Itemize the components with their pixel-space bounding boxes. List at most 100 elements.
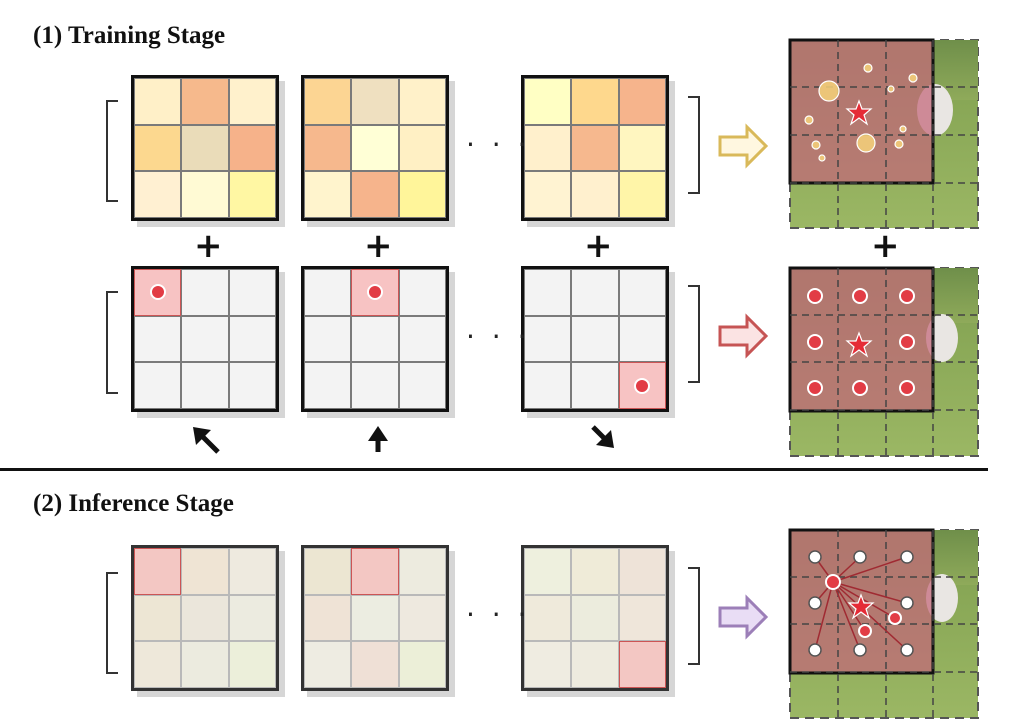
position-cell — [228, 269, 276, 316]
position-cell — [181, 269, 229, 316]
heatmap-cell — [228, 124, 276, 172]
active-inference-cell — [134, 548, 182, 595]
inference-panel — [788, 528, 979, 719]
inference-grid — [131, 545, 279, 691]
position-cell — [181, 315, 229, 363]
active-inference-cell — [618, 641, 666, 688]
inference-cell — [181, 641, 229, 688]
heatmap-cell — [181, 171, 229, 218]
heatmap-cell — [524, 78, 572, 125]
inference-cell — [398, 641, 446, 688]
active-position-cell — [134, 269, 182, 316]
position-cell — [351, 362, 399, 409]
heatmap-cell — [134, 124, 182, 172]
position-cell — [228, 362, 276, 409]
heatmap-cell — [134, 78, 182, 125]
heatmap-cell — [228, 171, 276, 218]
heatmap-cell — [304, 171, 352, 218]
purple-arrow-icon — [718, 594, 769, 640]
right-bracket — [688, 285, 700, 383]
ellipsis: · · · — [466, 598, 531, 631]
yellow-arrow-icon — [718, 123, 769, 169]
inference-grid — [301, 545, 449, 691]
position-cell — [304, 315, 352, 363]
inference-cell — [571, 641, 619, 688]
position-cell — [304, 269, 352, 316]
heatmap-cell — [398, 124, 446, 172]
active-position-cell — [618, 362, 666, 409]
position-grid — [301, 266, 449, 412]
heatmap-cell — [351, 171, 399, 218]
inference-cell — [181, 594, 229, 642]
inference-cell — [618, 594, 666, 642]
inference-cell — [228, 594, 276, 642]
red-arrow-icon — [718, 313, 769, 359]
position-cell — [571, 315, 619, 363]
star-icon — [847, 593, 875, 620]
plus-sign: + — [194, 226, 223, 266]
position-cell — [398, 315, 446, 363]
active-inference-cell — [351, 548, 399, 595]
position-cell — [398, 269, 446, 316]
inference-cell — [571, 548, 619, 595]
inference-cell — [181, 548, 229, 595]
heatmap-cell — [524, 124, 572, 172]
inference-cell — [134, 594, 182, 642]
position-cell — [571, 269, 619, 316]
inference-cell — [304, 548, 352, 595]
plus-sign: + — [871, 226, 900, 266]
heatmap-grid — [521, 75, 669, 221]
inference-cell — [398, 548, 446, 595]
plus-sign: + — [584, 226, 613, 266]
heatmap-cell — [134, 171, 182, 218]
inference-stage-title: (2) Inference Stage — [33, 490, 234, 517]
left-bracket — [106, 572, 118, 674]
heatmap-grid — [131, 75, 279, 221]
position-cell — [398, 362, 446, 409]
heatmap-grid — [301, 75, 449, 221]
inference-cell — [571, 594, 619, 642]
heatmap-cell — [351, 78, 399, 125]
heatmap-cell — [304, 78, 352, 125]
inference-cell — [618, 548, 666, 595]
ellipsis: · · · — [466, 128, 531, 161]
arrow-up-icon — [368, 426, 388, 452]
active-position-cell — [351, 269, 399, 316]
position-cell — [181, 362, 229, 409]
heatmap-cell — [571, 78, 619, 125]
position-grid — [521, 266, 669, 412]
training-stage-title: (1) Training Stage — [33, 22, 226, 49]
inference-cell — [524, 594, 572, 642]
heatmap-cell — [618, 171, 666, 218]
position-cell — [571, 362, 619, 409]
inference-cell — [304, 594, 352, 642]
inference-grid — [521, 545, 669, 691]
position-cell — [618, 269, 666, 316]
position-dot — [634, 377, 651, 394]
heatmap-cell — [524, 171, 572, 218]
heatmap-cell — [398, 171, 446, 218]
position-cell — [524, 362, 572, 409]
heatmap-cell — [181, 78, 229, 125]
position-cell — [134, 362, 182, 409]
left-bracket — [106, 100, 118, 202]
position-dot — [149, 284, 166, 301]
inference-cell — [524, 641, 572, 688]
left-bracket — [106, 291, 118, 394]
position-cell — [618, 315, 666, 363]
heatmap-cell — [571, 124, 619, 172]
position-cell — [134, 315, 182, 363]
heatmap-cell — [304, 124, 352, 172]
right-bracket — [688, 96, 700, 194]
inference-cell — [228, 641, 276, 688]
heatmap-cell — [181, 124, 229, 172]
heatmap-cell — [618, 78, 666, 125]
arrow-down-right-icon — [591, 425, 614, 448]
position-cell — [524, 315, 572, 363]
training-position-panel — [788, 266, 979, 457]
heatmap-cell — [618, 124, 666, 172]
inference-cell — [304, 641, 352, 688]
